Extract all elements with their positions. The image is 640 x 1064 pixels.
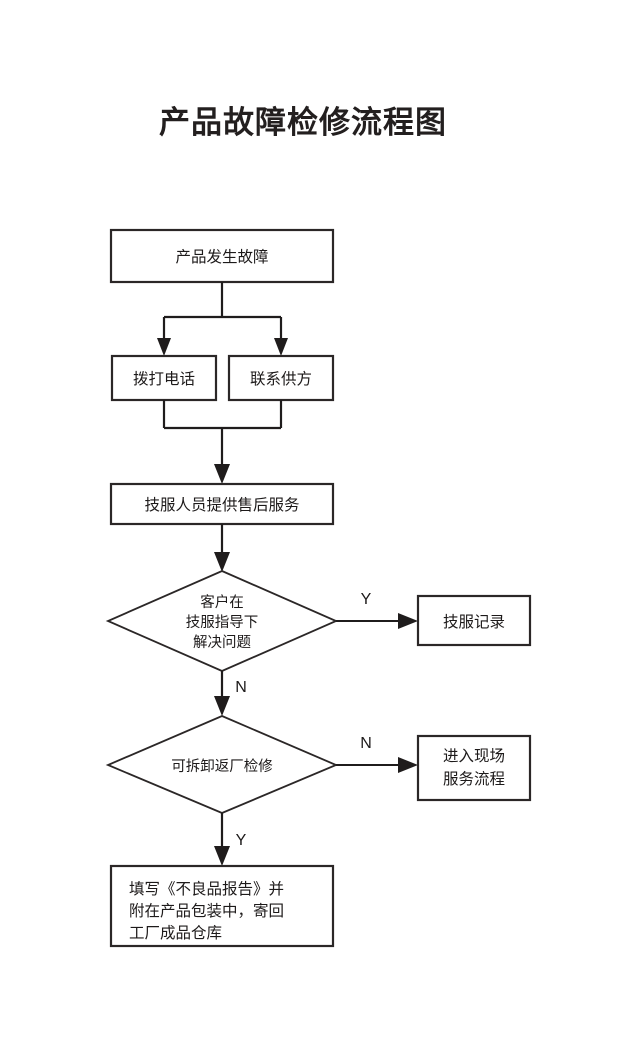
node-decision-customer-solved-line3: 解决问题 (193, 634, 251, 651)
arrow-head-to-service-record (398, 613, 418, 629)
node-contact-supplier[interactable]: 联系供方 (227, 354, 335, 402)
node-contact-supplier-shape (227, 354, 335, 402)
node-call-phone[interactable]: 拨打电话 (110, 354, 218, 402)
arrow-head-to-contact-supplier (274, 338, 288, 356)
node-after-sales-service[interactable]: 技服人员提供售后服务 (109, 482, 335, 526)
node-onsite-service-shape (416, 734, 532, 802)
node-decision-customer-solved-line1: 客户在 (200, 594, 244, 611)
node-defect-report-line1: 填写《不良品报告》并 (129, 880, 284, 898)
node-defect-report-shape (109, 864, 335, 948)
node-start-label: 产品发生故障 (175, 248, 268, 266)
node-onsite-service-line1: 进入现场 (443, 747, 505, 765)
node-service-record[interactable]: 技服记录 (416, 594, 532, 647)
node-defect-report-line2: 附在产品包装中，寄回 (129, 902, 284, 920)
node-decision-customer-solved[interactable]: 客户在 技服指导下 解决问题 (105, 570, 339, 672)
arrow-head-to-defect-report (214, 846, 230, 866)
page-title: 产品故障检修流程图 (159, 105, 447, 140)
node-decision-return-factory[interactable]: 可拆卸返厂检修 (105, 715, 339, 814)
arrow-head-to-decision-return-factory (214, 696, 230, 716)
arrow-head-to-call-phone (157, 338, 171, 356)
node-contact-supplier-label: 联系供方 (250, 370, 312, 388)
node-onsite-service[interactable]: 进入现场 服务流程 (416, 734, 532, 802)
branch-label-customer-solved-yes: Y (361, 591, 372, 608)
node-service-record-label: 技服记录 (443, 613, 505, 631)
arrow-head-to-decision-customer-solved (214, 552, 230, 572)
node-onsite-service-line2: 服务流程 (443, 770, 505, 788)
node-decision-customer-solved-line2: 技服指导下 (186, 614, 259, 631)
node-defect-report[interactable]: 填写《不良品报告》并 附在产品包装中，寄回 工厂成品仓库 (109, 864, 335, 948)
node-call-phone-label: 拨打电话 (133, 370, 195, 388)
arrow-head-to-after-sales-service (214, 464, 230, 484)
node-decision-return-factory-label: 可拆卸返厂检修 (171, 758, 273, 775)
node-start-shape (109, 228, 335, 284)
node-after-sales-service-label: 技服人员提供售后服务 (144, 496, 299, 514)
node-defect-report-line3: 工厂成品仓库 (129, 924, 222, 942)
node-service-record-shape (416, 594, 532, 647)
branch-label-customer-solved-no: N (235, 679, 247, 696)
branch-label-return-factory-no: N (360, 735, 372, 752)
node-start[interactable]: 产品发生故障 (109, 228, 335, 284)
arrow-head-to-onsite-service (398, 757, 418, 773)
branch-label-return-factory-yes: Y (236, 832, 247, 849)
node-after-sales-service-shape (109, 482, 335, 526)
